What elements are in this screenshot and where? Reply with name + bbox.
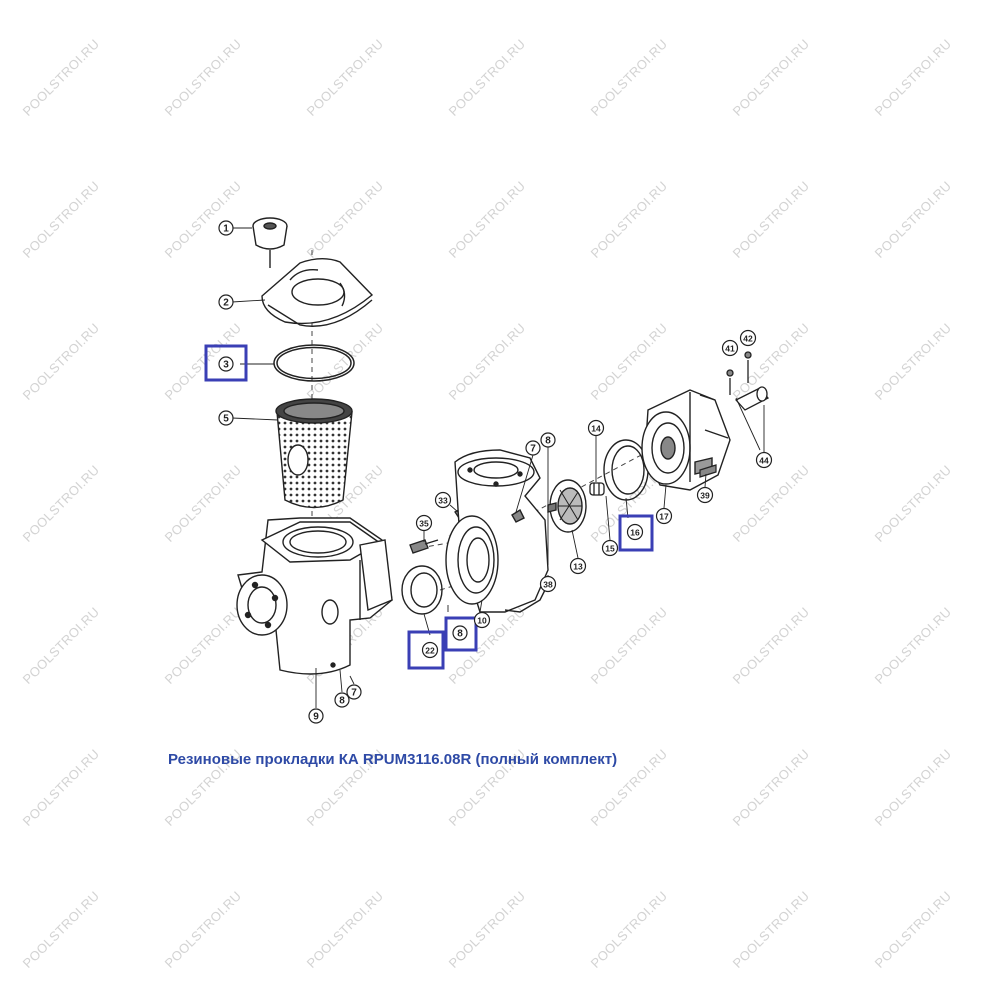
callout-label-3: 3 xyxy=(223,360,229,371)
diagram-caption: Резиновые прокладки КА RPUM3116.08R (пол… xyxy=(168,751,618,768)
mechanical-seal xyxy=(589,482,605,496)
callout-circle-33 xyxy=(434,491,452,509)
callout-circle-22 xyxy=(421,641,439,659)
callout-circle-16 xyxy=(626,523,644,541)
pump-casing xyxy=(445,449,549,613)
callout-circle-35 xyxy=(415,514,433,532)
impeller xyxy=(547,479,587,533)
callout-circle-10 xyxy=(473,611,491,629)
callout-label-22: 22 xyxy=(425,646,435,656)
callout-label-38: 38 xyxy=(543,580,553,590)
callout-label-7: 7 xyxy=(530,444,536,455)
highlight-box-16 xyxy=(618,514,654,552)
adapter-bolt xyxy=(699,464,717,478)
callout-circle-5 xyxy=(218,410,234,426)
callout-circle-44 xyxy=(755,451,773,469)
callout-circle-13 xyxy=(569,557,587,575)
callout-label-8: 8 xyxy=(339,696,345,707)
flange-gasket xyxy=(401,565,443,615)
strainer-lid xyxy=(261,258,374,327)
callout-circle-8 xyxy=(540,432,556,448)
callout-label-33: 33 xyxy=(438,496,448,506)
callout-circle-42 xyxy=(739,329,757,347)
callout-label-13: 13 xyxy=(573,562,583,572)
highlight-box-3 xyxy=(204,344,248,382)
callout-circle-39 xyxy=(696,486,714,504)
callout-circle-2 xyxy=(218,294,234,310)
callout-label-1: 1 xyxy=(223,224,229,235)
callout-label-5: 5 xyxy=(223,414,229,425)
callout-circle-17 xyxy=(655,507,673,525)
callout-label-7: 7 xyxy=(351,688,357,699)
callout-label-9: 9 xyxy=(313,712,319,723)
callout-label-17: 17 xyxy=(659,512,669,522)
callout-label-2: 2 xyxy=(223,298,229,309)
highlight-boxes xyxy=(204,344,654,670)
callout-circle-7 xyxy=(346,684,362,700)
callout-circle-38 xyxy=(539,575,557,593)
motor-adapter xyxy=(641,389,731,491)
callout-label-14: 14 xyxy=(591,424,601,434)
terminal-parts xyxy=(726,351,770,411)
callout-circle-8 xyxy=(452,625,468,641)
lid-knob xyxy=(252,217,288,268)
callout-circle-15 xyxy=(601,539,619,557)
callout-label-41: 41 xyxy=(725,344,735,354)
callout-label-16: 16 xyxy=(630,528,640,538)
strainer-housing xyxy=(236,517,393,675)
callout-label-15: 15 xyxy=(605,544,615,554)
callout-label-44: 44 xyxy=(759,456,769,466)
callout-label-35: 35 xyxy=(419,519,429,529)
callout-label-39: 39 xyxy=(700,491,710,501)
callout-circle-1 xyxy=(218,220,234,236)
callout-label-8: 8 xyxy=(457,629,463,640)
callout-circle-41 xyxy=(721,339,739,357)
callout-circle-9 xyxy=(308,708,324,724)
highlight-box-22 xyxy=(407,630,445,670)
callout-circle-7 xyxy=(525,440,541,456)
highlight-box-8 xyxy=(444,616,478,652)
callout-circle-8 xyxy=(334,692,350,708)
callout-label-10: 10 xyxy=(477,616,487,626)
callout-circle-3 xyxy=(218,356,234,372)
callout-circle-14 xyxy=(587,419,605,437)
lid-o-ring xyxy=(273,344,355,382)
callout-label-8: 8 xyxy=(545,436,551,447)
callout-label-42: 42 xyxy=(743,334,753,344)
strainer-basket xyxy=(275,398,353,509)
